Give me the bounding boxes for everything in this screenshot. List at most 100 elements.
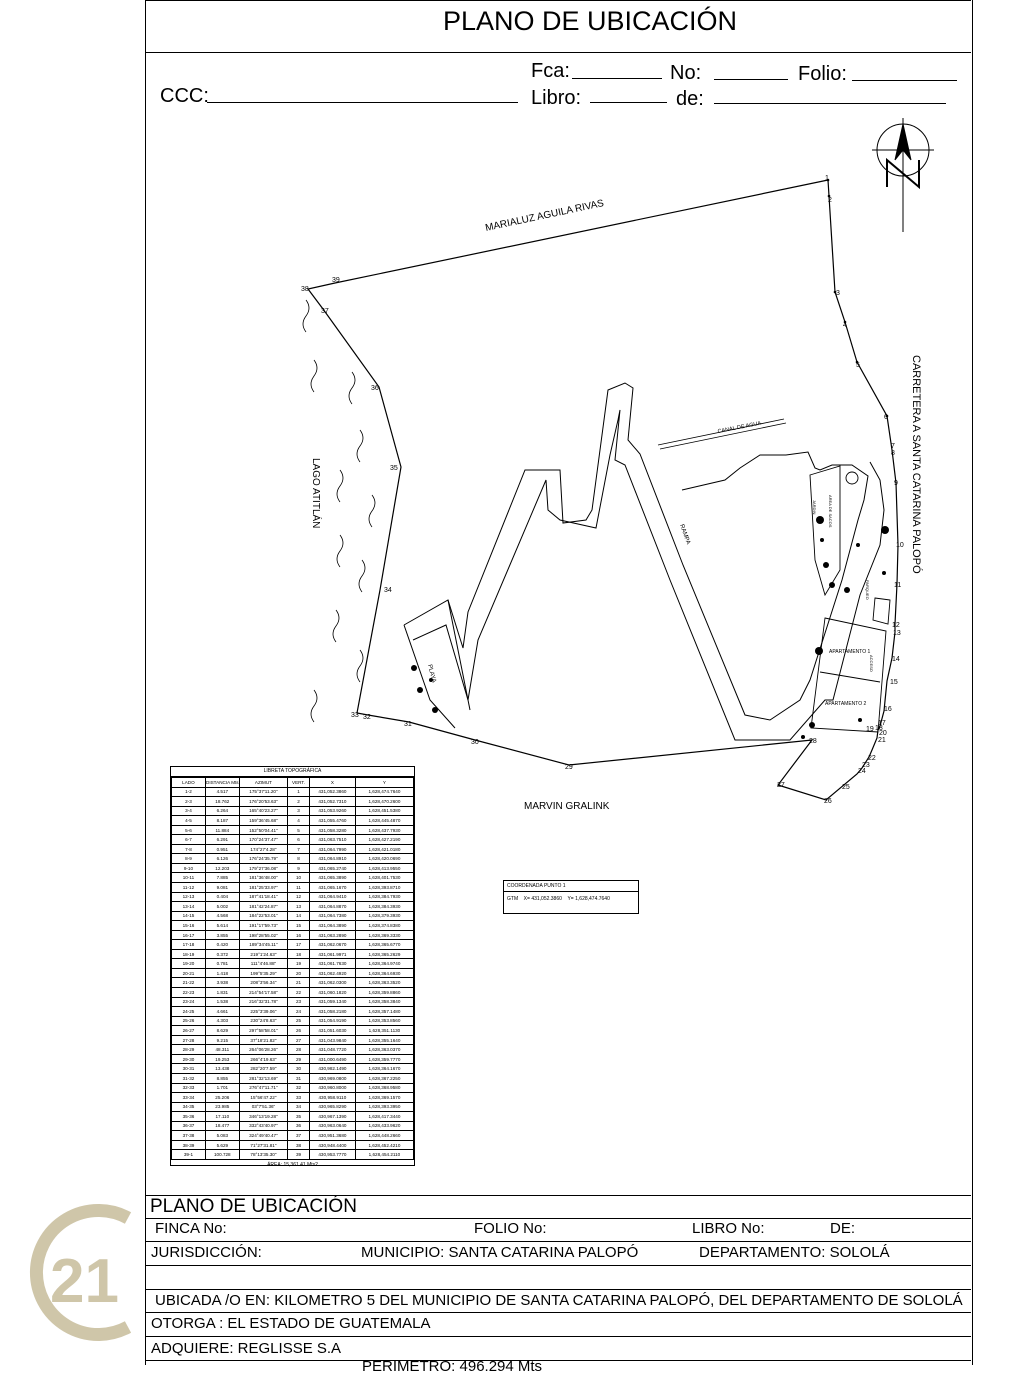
- table-cell: 30-31: [171, 1063, 206, 1074]
- table-cell: 264°06'28.26": [238, 1044, 289, 1055]
- table-cell: 176°20'53.63": [238, 796, 289, 807]
- table-cell: 1,628,448.2660: [354, 1130, 415, 1141]
- finca-label: FINCA No:: [155, 1220, 227, 1237]
- footer-line: [145, 1265, 971, 1266]
- table-cell: 48.311: [204, 1044, 240, 1055]
- libro-blank: [590, 101, 667, 103]
- table-cell: 198°28'55.02": [238, 929, 289, 941]
- de-label: de:: [676, 88, 704, 110]
- svg-text:9: 9: [894, 480, 898, 487]
- table-cell: 31: [287, 1072, 310, 1084]
- footer-line: [145, 1241, 971, 1242]
- table-cell: 2-3: [171, 796, 206, 807]
- table-cell: 430,965.8290: [308, 1101, 356, 1113]
- table-cell: 5.083: [204, 1130, 240, 1141]
- folio-no-label: FOLIO No:: [474, 1220, 547, 1237]
- table-cell: 165°40'23.27": [238, 805, 289, 817]
- table-cell: 12: [287, 891, 310, 903]
- table-cell: 78°13'35.30": [238, 1149, 289, 1160]
- table-cell: 32: [287, 1082, 310, 1094]
- table-cell: 8: [287, 853, 310, 864]
- svg-text:35: 35: [390, 465, 398, 472]
- table-cell: 1,628,363.3520: [354, 977, 415, 989]
- table-cell: 1,628,433.9620: [354, 1120, 415, 1132]
- footer-line: [145, 1360, 971, 1361]
- neighbor-south-label: MARVIN GRALINK: [524, 801, 610, 812]
- table-cell: 34-35: [171, 1101, 206, 1113]
- table-cell: 324°49'40.47": [238, 1130, 289, 1141]
- neighbor-east-label: CARRETERA A SANTA CATARINA PALOPÓ: [910, 355, 923, 574]
- table-cell: 282°20'7.59": [238, 1063, 289, 1074]
- table-cell: 297°58'58.01": [238, 1025, 289, 1036]
- svg-text:2: 2: [828, 197, 832, 204]
- garden-label: JARDIN: [812, 500, 817, 515]
- table-cell: 20-21: [171, 967, 206, 979]
- table-cell: 1,628,393.8710: [354, 882, 415, 893]
- plan-sheet: [145, 0, 973, 1365]
- svg-text:31: 31: [404, 721, 412, 728]
- libro-label: Libro:: [531, 87, 582, 109]
- table-cell: 1,628,368.9580: [354, 1082, 415, 1094]
- table-cell: 281°32'13.69": [238, 1072, 289, 1084]
- table-cell: 1,628,369.3330: [354, 929, 415, 941]
- table-cell: 39: [287, 1149, 310, 1160]
- table-cell: 1,628,401.7530: [354, 872, 415, 883]
- table-cell: 8.855: [204, 1072, 240, 1084]
- table-cell: 1,628,359.7770: [354, 1053, 415, 1065]
- svg-text:17: 17: [878, 720, 886, 727]
- table-cell: 37-38: [171, 1130, 206, 1141]
- top-border: [145, 0, 971, 1]
- table-cell: 431,062.0300: [308, 977, 356, 989]
- table-cell: 431,053.9260: [308, 805, 356, 817]
- table-cell: 17: [287, 939, 310, 950]
- svg-text:4: 4: [843, 322, 847, 329]
- table-cell: 31-32: [171, 1072, 206, 1084]
- buildings: [809, 465, 891, 733]
- table-cell: 1,628,420.0690: [354, 853, 415, 864]
- table-cell: 11-12: [171, 882, 206, 893]
- area-label: AREA DE SACOS: [828, 495, 833, 528]
- svg-text:36: 36: [371, 385, 379, 392]
- table-cell: 25: [287, 1015, 310, 1027]
- svg-text:14: 14: [892, 656, 900, 663]
- table-cell: 431,061.9971: [308, 948, 356, 960]
- table-cell: 346°13'19.28": [238, 1111, 289, 1122]
- table-cell: 14-15: [171, 910, 206, 922]
- table-cell: 11.884: [204, 824, 240, 836]
- svg-text:10: 10: [896, 542, 904, 549]
- table-cell: 20: [287, 967, 310, 979]
- otorga-label: OTORGA : EL ESTADO DE GUATEMALA: [151, 1315, 431, 1332]
- table-cell: 27: [287, 1034, 310, 1046]
- table-cell: 431,052.3860: [308, 786, 356, 798]
- ramp-path: [403, 382, 869, 721]
- table-cell: 03°7'51.36": [238, 1101, 289, 1113]
- table-cell: 30: [287, 1063, 310, 1074]
- table-cell: 7.885: [204, 872, 240, 883]
- table-cell: 431,065.1670: [308, 882, 356, 893]
- coordinate-values: GTM X= 431,052.3860 Y= 1,628,474.7640: [504, 892, 638, 906]
- table-cell: 15°56'47.22": [238, 1092, 289, 1103]
- neighbor-west-label: LAGO ATITLÁN: [310, 458, 323, 528]
- table-cell: 15: [287, 920, 310, 931]
- de-footer-label: DE:: [830, 1220, 856, 1237]
- table-cell: 6.264: [204, 805, 240, 817]
- parking-label: PARQUEO: [865, 580, 870, 600]
- table-cell: 219°1'24.63": [238, 948, 289, 960]
- table-cell: 1,628,413.9550: [354, 862, 415, 874]
- table-cell: 1,628,369.1570: [354, 1092, 415, 1103]
- svg-text:26: 26: [824, 798, 832, 805]
- svg-text:39: 39: [332, 277, 340, 284]
- footer-line: [145, 1289, 971, 1290]
- table-cell: 18: [287, 948, 310, 960]
